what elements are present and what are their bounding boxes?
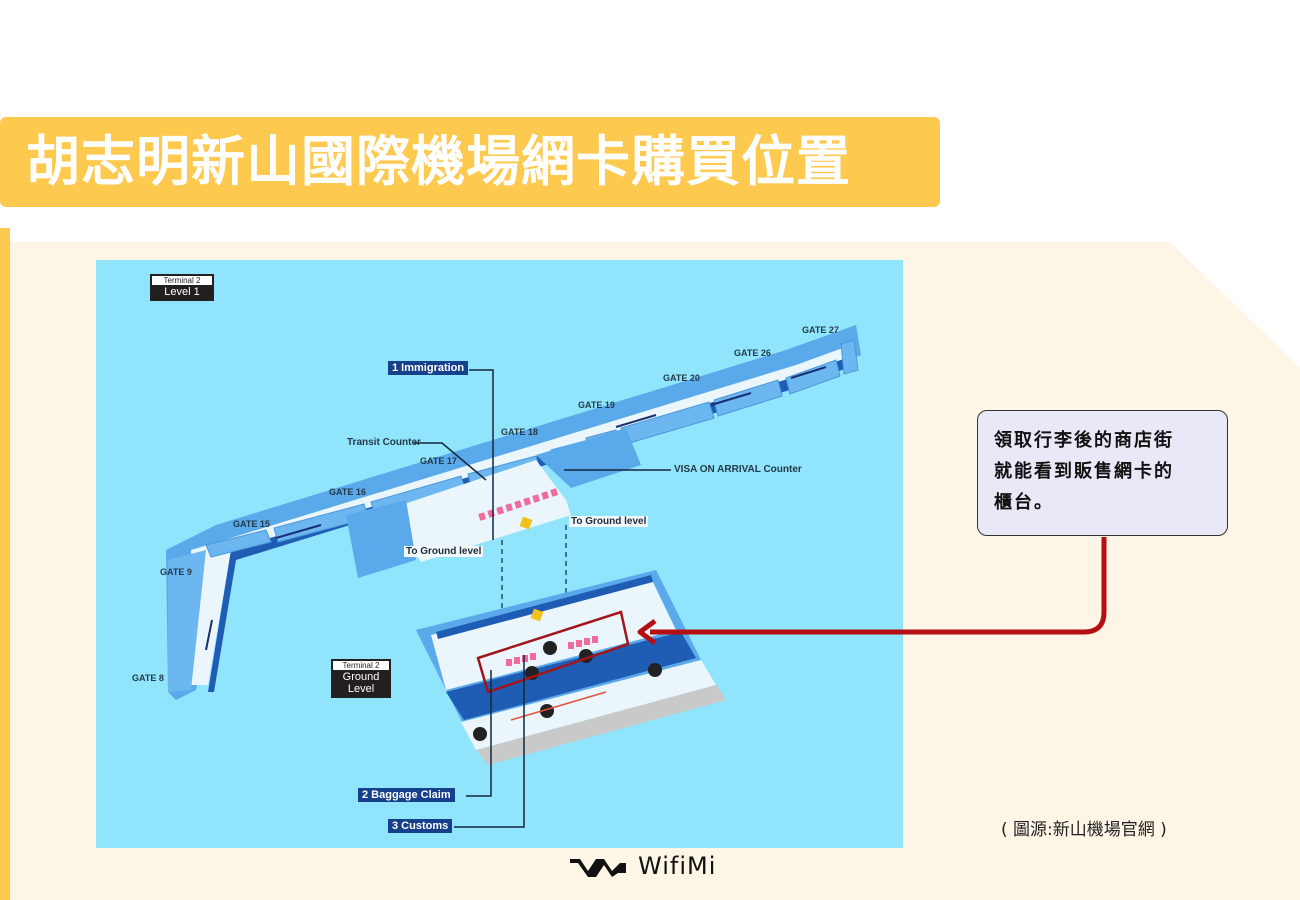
- step-customs: 3 Customs: [388, 819, 453, 833]
- ground-level-tag: Terminal 2 Ground Level: [331, 659, 391, 698]
- gate-label: GATE 16: [329, 487, 366, 497]
- step-immigration: 1 Immigration: [388, 361, 469, 375]
- gate-label: GATE 27: [802, 325, 839, 335]
- callout-line: 領取行李後的商店街: [994, 430, 1174, 451]
- accent-bar: [0, 228, 10, 900]
- page-title: 胡志明新山國際機場網卡購買位置: [26, 130, 851, 193]
- wifimi-logo-icon: [570, 859, 626, 877]
- title-banner: 胡志明新山國際機場網卡購買位置: [0, 117, 940, 207]
- level-label-line2: Level: [347, 683, 375, 695]
- terminal-label: Terminal 2: [333, 661, 389, 670]
- gate-label: GATE 26: [734, 348, 771, 358]
- terminal-floorplan-graphic: [166, 325, 861, 828]
- callout-line: 櫃台。: [994, 492, 1054, 513]
- callout-box: 領取行李後的商店街 就能看到販售網卡的 櫃台。: [977, 410, 1228, 536]
- terminal-label: Terminal 2: [152, 276, 212, 285]
- brand-name: WifiMi: [638, 852, 717, 880]
- brand-logo: WifiMi: [568, 852, 716, 880]
- gate-label: GATE 19: [578, 400, 615, 410]
- to-ground-label-right: To Ground level: [569, 516, 649, 527]
- image-source-note: ( 圖源:新山機場官網 ): [1001, 820, 1167, 840]
- transit-counter-label: Transit Counter: [347, 437, 421, 448]
- gate-label: GATE 9: [160, 567, 192, 577]
- level-label: Level 1: [164, 286, 200, 298]
- callout-line: 就能看到販售網卡的: [994, 461, 1174, 482]
- to-ground-label-left: To Ground level: [404, 546, 484, 557]
- gate-label: GATE 20: [663, 373, 700, 383]
- visa-counter-label: VISA ON ARRIVAL Counter: [674, 464, 802, 475]
- airport-map: Terminal 2 Level 1 Terminal 2 Ground Lev…: [96, 260, 903, 848]
- gate-label: GATE 18: [501, 427, 538, 437]
- gate-label: GATE 8: [132, 673, 164, 683]
- gate-label: GATE 15: [233, 519, 270, 529]
- gate-label: GATE 17: [420, 456, 457, 466]
- step-baggage-claim: 2 Baggage Claim: [358, 788, 455, 802]
- level-label-line1: Ground: [342, 671, 380, 683]
- level1-tag: Terminal 2 Level 1: [150, 274, 214, 301]
